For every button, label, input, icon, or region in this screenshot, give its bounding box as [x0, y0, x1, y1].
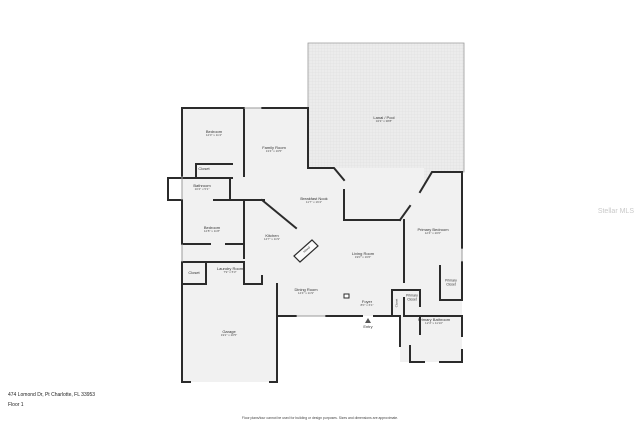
- room-dims: 19'2" x 20'5": [220, 333, 238, 338]
- room-bedroom1-label: Bedroom 12'0" x 11'4": [205, 129, 223, 138]
- kitchen-island: [293, 239, 319, 263]
- room-name: Breakfast Nook: [300, 196, 328, 202]
- room-name: Bedroom: [205, 129, 223, 135]
- fireplace-icon: [343, 293, 350, 299]
- room-entry-label: Entry: [363, 323, 373, 329]
- room-dims: 12'4" x 11'10": [425, 321, 443, 326]
- room-name: Closet: [188, 269, 200, 275]
- room-dining-label: Dining Room 14'4" x 11'9": [294, 287, 318, 296]
- room-name: Laundry Room: [216, 266, 244, 272]
- room-name: Entry: [363, 323, 373, 329]
- room-living-label: Living Room 19'0" x 16'6": [351, 251, 375, 260]
- room-name: Living Room: [351, 251, 375, 257]
- room-bathroom-label: Bathroom 10'4" x 5'1": [193, 183, 211, 192]
- room-name: Primary Bathroom: [417, 317, 451, 323]
- entry-arrow-icon: [365, 318, 371, 323]
- room-dims: 12'4" x 20'0": [424, 231, 442, 236]
- property-address: 474 Lomond Dr, Pt Charlotte, FL 33953: [8, 392, 96, 398]
- room-dims: 19'0" x 16'6": [354, 255, 372, 260]
- room-laundry-label: Laundry Room 7'9" x 5'3": [216, 266, 244, 275]
- room-name: Garage: [222, 329, 236, 335]
- room-name: Foyer: [361, 299, 373, 305]
- room-dims: 7'9" x 5'3": [223, 270, 237, 275]
- windows: [181, 107, 463, 317]
- room-name: Closet: [198, 165, 210, 171]
- room-dims: 13'4" x 16'5": [265, 149, 283, 154]
- room-dims: 8'0" x 6'1": [360, 303, 374, 308]
- room-primary-bedroom-label: Primary Bedroom 12'4" x 20'0": [417, 227, 449, 236]
- room-name: Primary Bedroom: [417, 227, 449, 233]
- room-dims: 32'3" x 38'8": [375, 119, 393, 124]
- room-closet1-label: Closet: [198, 165, 210, 171]
- room-name: Bedroom: [203, 225, 221, 231]
- watermark-text: Stellar MLS: [597, 208, 634, 215]
- room-dims: 11'7" x 16'4": [305, 200, 323, 205]
- room-dims: 12'8" x 11'8": [203, 229, 221, 234]
- room-dims: 14'4" x 11'9": [297, 291, 315, 296]
- room-garage-label: Garage 19'2" x 20'5": [220, 329, 238, 338]
- walls: [167, 107, 463, 383]
- room-primary-bath-label: Primary Bathroom 12'4" x 11'10": [417, 317, 451, 326]
- floor-label: Floor 1: [8, 402, 24, 408]
- room-dims: 10'4" x 5'1": [194, 187, 210, 192]
- room-closet2-label: Closet: [188, 269, 200, 275]
- room-dims: 12'0" x 11'4": [205, 133, 223, 138]
- disclaimer-text: Floor plans/tour cannot be used for buil…: [241, 416, 399, 420]
- room-nook-label: Breakfast Nook 11'7" x 16'4": [300, 196, 328, 205]
- room-foyer-label: Foyer 8'0" x 6'1": [360, 299, 374, 308]
- room-name: Dining Room: [294, 287, 318, 293]
- room-family-label: Family Room 13'4" x 16'5": [262, 145, 286, 154]
- room-name: Lanai / Pool: [373, 115, 395, 121]
- room-lanai-label: Lanai / Pool 32'3" x 38'8": [373, 115, 395, 124]
- room-dims: 14'7" x 11'9": [263, 237, 281, 242]
- room-name: Bathroom: [193, 183, 211, 189]
- room-closet3-label: Closet: [394, 298, 399, 308]
- room-bedroom2-label: Bedroom 12'8" x 11'8": [203, 225, 221, 234]
- room-kitchen-label: Kitchen 14'7" x 11'9": [263, 233, 281, 242]
- room-name: Kitchen: [265, 233, 279, 239]
- room-name: Closet: [394, 298, 399, 308]
- room-name: Family Room: [262, 145, 286, 151]
